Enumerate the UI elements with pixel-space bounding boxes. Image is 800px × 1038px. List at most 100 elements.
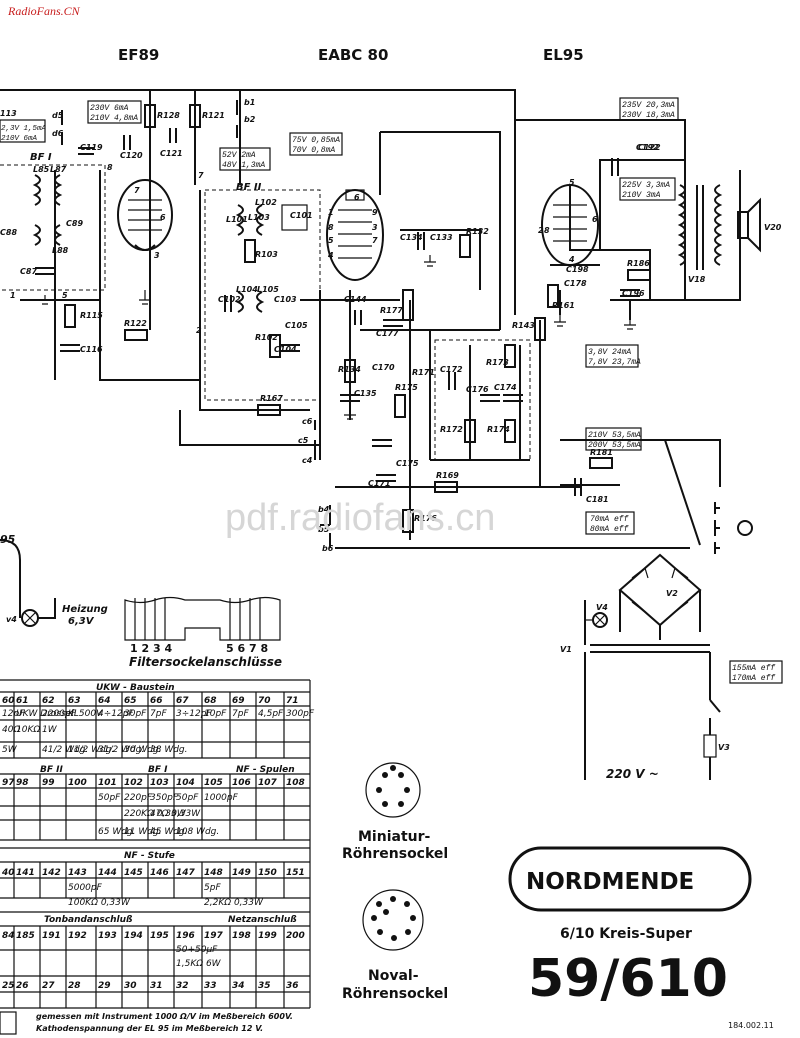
- document-number: 184.002.11: [728, 1021, 774, 1030]
- table-cell: 62: [42, 696, 55, 706]
- table-cell: 61: [16, 696, 29, 706]
- table-cell: 150: [258, 868, 277, 878]
- part-label: b6: [322, 544, 334, 553]
- table-cell: 151: [286, 868, 305, 878]
- part-label: C119: [80, 143, 103, 152]
- part-label: b4: [318, 505, 330, 514]
- part-label: V1: [560, 645, 572, 654]
- table-cell: 66: [150, 696, 163, 706]
- part-label: R161: [552, 301, 575, 310]
- output-transformer: [677, 184, 723, 270]
- voltage-reading: 7,8V 23,7mA: [588, 358, 641, 367]
- table-cell: 108 Wdg.: [176, 827, 219, 837]
- part-label: L102: [255, 198, 277, 207]
- part-label: C105: [285, 321, 308, 330]
- table-cell: 45 Wdg.: [150, 827, 188, 837]
- part-label: d5: [52, 111, 64, 120]
- part-label: R177: [380, 306, 403, 315]
- miniature-socket-label-2: Röhrensockel: [342, 846, 448, 862]
- part-label: C176: [466, 385, 489, 394]
- table-cell: 200: [286, 931, 305, 941]
- tube-ef89: [117, 179, 173, 251]
- part-label: b1: [244, 98, 255, 107]
- tube-label-el95: EL95: [543, 46, 584, 64]
- wiring: [0, 89, 741, 549]
- table-cell: 10KΩ: [16, 725, 40, 735]
- pin-label: 1: [328, 208, 334, 217]
- table-cell: 142: [42, 868, 61, 878]
- part-label: d6: [52, 129, 64, 138]
- capacitors: [35, 128, 640, 496]
- table-cell: 4,5pF: [258, 709, 284, 719]
- pin-label: 4: [568, 255, 575, 264]
- pin-label: 5: [328, 236, 334, 245]
- voltage-boxes: [0, 97, 783, 1035]
- part-label: R174: [487, 425, 510, 434]
- table-cell: 198: [232, 931, 251, 941]
- noval-socket-label-2: Röhrensockel: [342, 986, 448, 1002]
- filter-pins-left: 1 2 3 4: [130, 642, 172, 655]
- table-cell: 7pF: [232, 709, 249, 719]
- part-label: C144: [344, 295, 367, 304]
- heater-title: Heizung: [62, 604, 108, 615]
- pin-label: 2: [538, 226, 544, 235]
- table-cell: 220pF: [124, 793, 153, 803]
- table-cell: 1W: [42, 725, 58, 735]
- table-cell: 33: [204, 981, 217, 991]
- pin-label: 8: [328, 223, 334, 232]
- table-cell: 70: [258, 696, 271, 706]
- table-cell: 99: [42, 778, 55, 788]
- if-filter-2: [204, 189, 321, 401]
- part-label: R171: [412, 368, 435, 377]
- part-label: V4: [596, 603, 608, 612]
- part-label: R102: [255, 333, 278, 342]
- table-cell: 35: [258, 981, 271, 991]
- part-label: C177: [376, 329, 399, 338]
- part-label: R115: [80, 311, 103, 320]
- brand-logo-frame: [508, 846, 752, 912]
- part-label: C198: [566, 265, 589, 274]
- table-cell: 300pF: [286, 709, 315, 719]
- voltage-reading: 52V 2mA: [222, 151, 256, 160]
- pin-label: 5: [569, 178, 575, 187]
- voltage-reading: 210V 6mA: [1, 135, 38, 143]
- table-cell: 29: [98, 981, 111, 991]
- filter-socket-diagram: [124, 596, 281, 641]
- table-cell: 67: [176, 696, 189, 706]
- if-filter-1: [0, 164, 106, 291]
- mains-voltage-label: 220 V ~: [606, 767, 659, 781]
- part-label: C120: [120, 151, 143, 160]
- table-cell: 41/2 Wdg.: [42, 745, 88, 755]
- table-cell: 144: [98, 868, 117, 878]
- part-label: C178: [564, 279, 587, 288]
- table-cell: 104: [176, 778, 195, 788]
- noval-socket-icon: [362, 889, 424, 951]
- table-cell: KL500V: [68, 709, 103, 719]
- pin-label: 2: [196, 326, 202, 335]
- table-cell: 350pF: [150, 793, 179, 803]
- ground-symbols: [39, 255, 636, 420]
- part-label: R143: [512, 321, 535, 330]
- part-label: C133: [430, 233, 453, 242]
- part-label: R172: [440, 425, 463, 434]
- part-label: C174: [494, 383, 517, 392]
- part-label: C102: [218, 295, 241, 304]
- table-cell: 11 Wdg.: [124, 827, 162, 837]
- table-cell: 147: [176, 868, 196, 878]
- table-cell: 108: [286, 778, 305, 788]
- model-subtitle: 6/10 Kreis-Super: [560, 926, 692, 942]
- part-label: C88: [0, 228, 17, 237]
- table-cell: 145: [124, 868, 143, 878]
- table-cell: 31: [150, 981, 163, 991]
- pin-label: 8: [107, 163, 113, 172]
- part-label: R121: [202, 111, 225, 120]
- part-label: L85: [33, 165, 50, 174]
- table-cell: 60: [2, 696, 15, 706]
- pin-label: 4: [327, 251, 334, 260]
- part-label: c6: [302, 417, 313, 426]
- part-label: BF I: [30, 152, 52, 163]
- voltage-reading: 48V 1,3mA: [222, 161, 265, 170]
- table-cell: 185: [16, 931, 35, 941]
- table-cell: 63: [68, 696, 81, 706]
